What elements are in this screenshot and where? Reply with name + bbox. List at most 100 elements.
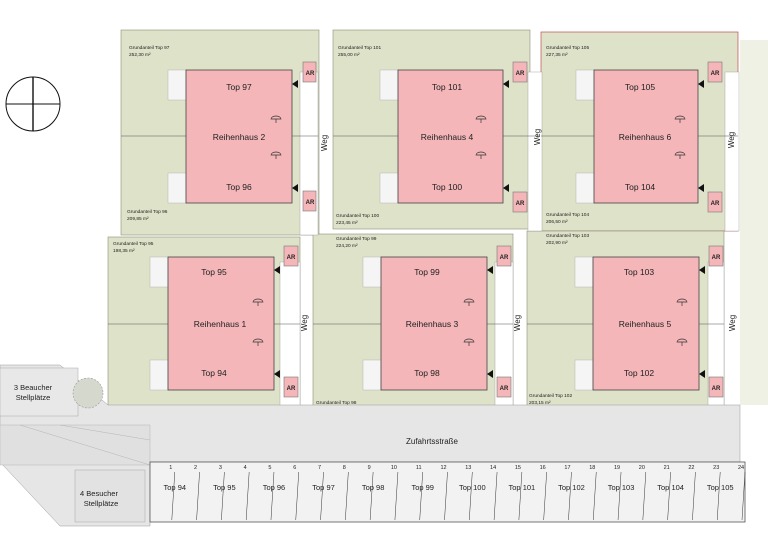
house-label: Reihenhaus 6 bbox=[619, 132, 672, 142]
parking-band bbox=[149, 461, 746, 523]
parking-stall-divider bbox=[369, 471, 374, 521]
parking-stall-divider bbox=[270, 471, 275, 521]
umbrella-icon bbox=[674, 115, 686, 123]
parking-stall-number: 13 bbox=[465, 465, 471, 471]
parking-stall-label: Top 100 bbox=[459, 483, 486, 492]
parking-stall-number: 6 bbox=[293, 465, 296, 471]
house-reihenhaus-4 bbox=[397, 69, 504, 204]
parking-stall-divider bbox=[196, 471, 200, 521]
entrance-arrow-icon bbox=[699, 370, 705, 378]
terrace bbox=[149, 256, 169, 288]
parking-stall-label: Top 103 bbox=[608, 483, 635, 492]
house-label: Reihenhaus 5 bbox=[619, 319, 672, 329]
house-label: Reihenhaus 4 bbox=[421, 132, 474, 142]
parking-stall-label: Top 101 bbox=[509, 483, 536, 492]
parking-stall-number: 1 bbox=[169, 465, 172, 471]
parking-stall-divider bbox=[419, 471, 423, 521]
house-label: Reihenhaus 3 bbox=[406, 319, 459, 329]
parking-stall-divider bbox=[593, 471, 597, 521]
visitor-parking-bottom-line2: Stellplätze bbox=[84, 499, 119, 508]
umbrella-icon bbox=[676, 298, 688, 306]
ar-label: AR bbox=[711, 71, 720, 77]
house-reihenhaus-1 bbox=[167, 256, 275, 391]
share-area: 198,35 m² bbox=[113, 248, 135, 254]
share-label: Grundanteil Top 99 bbox=[336, 236, 377, 242]
umbrella-icon bbox=[475, 115, 487, 123]
parking-stall-label: Top 96 bbox=[263, 483, 286, 492]
share-area: 203,15 m² bbox=[529, 400, 551, 406]
ar-label: AR bbox=[306, 71, 315, 77]
parking-stall-divider bbox=[568, 471, 572, 521]
ar-label: AR bbox=[287, 386, 296, 392]
umbrella-icon bbox=[674, 151, 686, 159]
tree-icon bbox=[72, 377, 104, 409]
ar-label: AR bbox=[712, 255, 721, 261]
parking-stall-number: 9 bbox=[368, 465, 371, 471]
umbrella-icon bbox=[463, 298, 475, 306]
ar-label: AR bbox=[306, 200, 315, 206]
path-2 bbox=[527, 71, 543, 232]
unit-label: Top 101 bbox=[432, 82, 463, 92]
parking-stall-label: Top 95 bbox=[213, 483, 236, 492]
way-label: Weg bbox=[727, 132, 736, 148]
unit-label: Top 99 bbox=[414, 267, 440, 277]
parking-stall-divider bbox=[444, 471, 448, 521]
parking-stall-number: 21 bbox=[664, 465, 670, 471]
visitor-parking-top-line1: 3 Beaucher bbox=[14, 383, 53, 392]
terrace bbox=[575, 172, 595, 204]
ar-box bbox=[707, 61, 723, 83]
parking-stall-divider bbox=[245, 471, 250, 521]
umbrella-icon bbox=[252, 298, 264, 306]
parking-stall-divider bbox=[394, 471, 399, 521]
entrance-arrow-icon bbox=[274, 370, 280, 378]
ar-box bbox=[283, 376, 299, 398]
parking-stall-number: 4 bbox=[244, 465, 247, 471]
way-label: Weg bbox=[728, 315, 737, 331]
share-label: Grundanteil Top 98 bbox=[316, 400, 357, 406]
parking-stall-number: 18 bbox=[589, 465, 595, 471]
ar-box bbox=[496, 245, 512, 267]
entrance-arrow-icon bbox=[487, 370, 493, 378]
ar-label: AR bbox=[712, 386, 721, 392]
road-segment bbox=[0, 424, 151, 466]
parking-stall-number: 19 bbox=[614, 465, 620, 471]
parking-stall-divider bbox=[320, 471, 324, 521]
unit-label: Top 94 bbox=[201, 368, 227, 378]
parking-stall-label: Top 102 bbox=[558, 483, 585, 492]
parking-stall-divider bbox=[741, 471, 746, 521]
visitor-parking-top-line2: Stellplätze bbox=[16, 393, 51, 402]
unit-label: Top 103 bbox=[624, 267, 655, 277]
visitor-parking-bottom bbox=[74, 469, 146, 523]
entrance-arrow-icon bbox=[698, 184, 704, 192]
terrace bbox=[167, 69, 187, 101]
unit-label: Top 102 bbox=[624, 368, 655, 378]
way-label: Weg bbox=[320, 135, 329, 151]
ar-label: AR bbox=[516, 71, 525, 77]
terrace bbox=[149, 359, 169, 391]
parking-stall-divider bbox=[692, 471, 696, 521]
parking-stall-number: 17 bbox=[564, 465, 570, 471]
unit-label: Top 96 bbox=[226, 182, 252, 192]
parking-stall-divider bbox=[667, 471, 671, 521]
share-label: Grundanteil Top 96 bbox=[127, 209, 168, 215]
parking-stall-number: 24 bbox=[738, 465, 744, 471]
ar-box bbox=[708, 245, 724, 267]
parking-stall-number: 7 bbox=[318, 465, 321, 471]
share-label: Grundanteil Top 105 bbox=[546, 45, 589, 51]
house-reihenhaus-2 bbox=[185, 69, 293, 204]
share-label: Grundanteil Top 97 bbox=[129, 45, 170, 51]
terrace bbox=[574, 359, 594, 391]
share-area: 209,85 m² bbox=[127, 216, 149, 222]
compass-icon bbox=[5, 76, 61, 132]
parking-stall-divider bbox=[716, 471, 721, 521]
entrance-arrow-icon bbox=[503, 184, 509, 192]
share-area: 206,50 m² bbox=[546, 219, 568, 225]
parking-stall-number: 20 bbox=[639, 465, 645, 471]
parking-stall-label: Top 105 bbox=[707, 483, 734, 492]
ar-box bbox=[708, 376, 724, 398]
ar-label: AR bbox=[500, 386, 509, 392]
parking-stall-divider bbox=[345, 471, 349, 521]
umbrella-icon bbox=[475, 151, 487, 159]
house-label: Reihenhaus 1 bbox=[194, 319, 247, 329]
share-label: Grundanteil Top 95 bbox=[113, 241, 154, 247]
